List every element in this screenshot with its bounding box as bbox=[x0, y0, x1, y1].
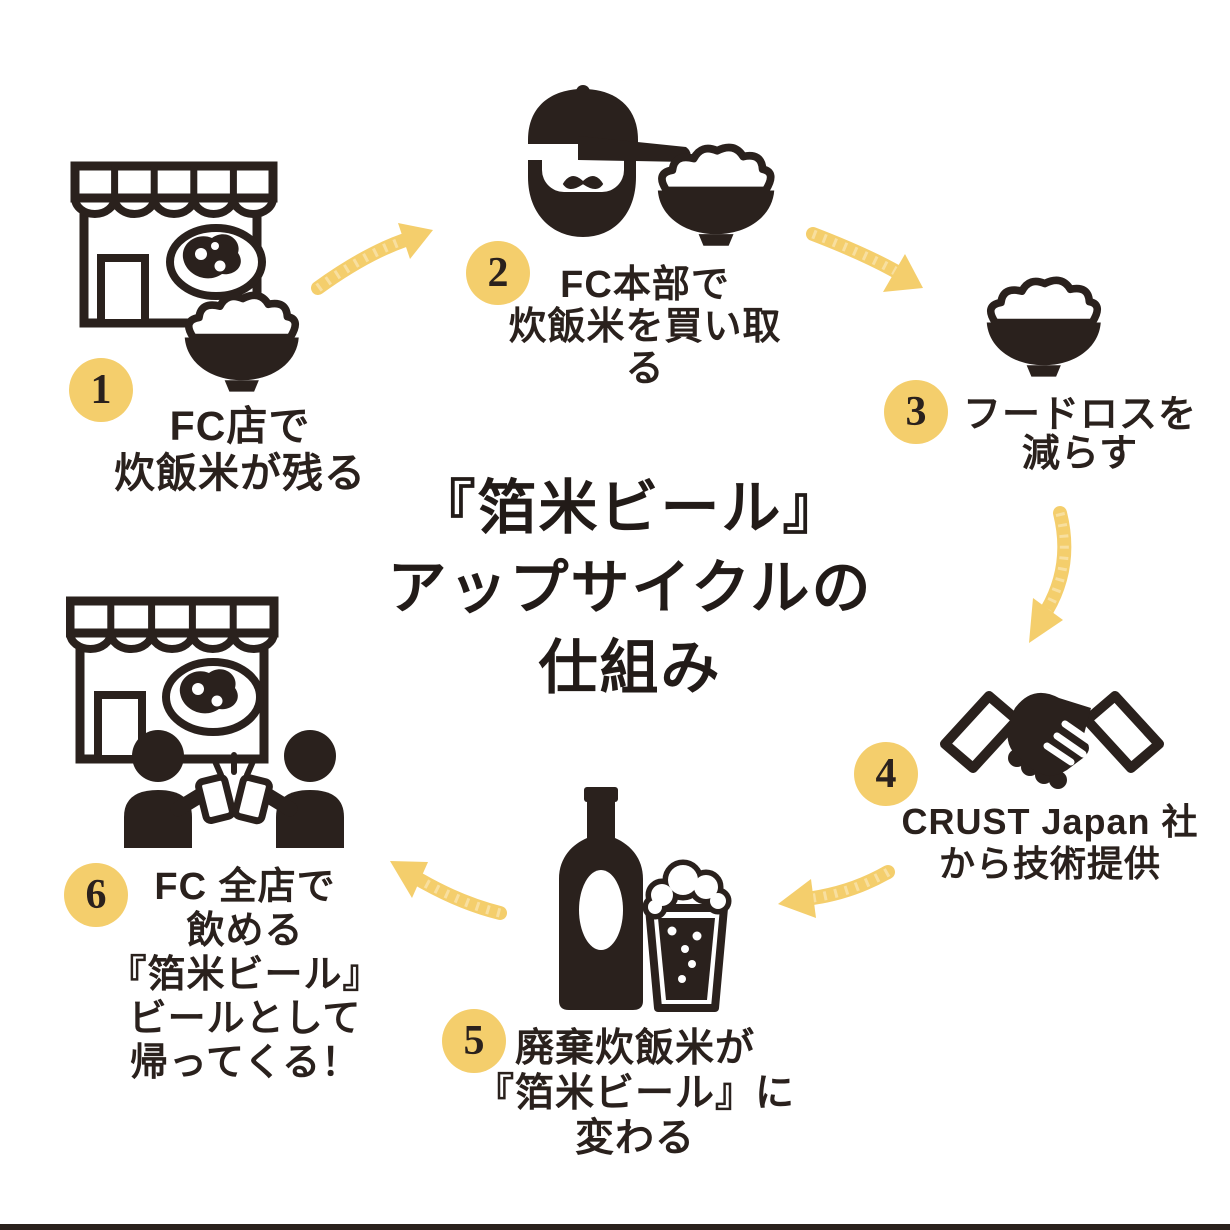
arrow-step2-to-step3-icon bbox=[806, 227, 923, 292]
arrow-step4-to-step5-icon bbox=[778, 865, 895, 918]
title-line-1: 『箔米ビール』 bbox=[416, 475, 844, 541]
step-3-label-line: 減らす bbox=[1021, 433, 1139, 475]
step-6-label: FC 全店で 飲める 『箔米ビール』 ビールとして 帰ってくる！ bbox=[80, 865, 410, 1085]
diagram-title: 『箔米ビール』 アップサイクルの 仕組み bbox=[330, 468, 930, 708]
storefront-rice-bowl-icon bbox=[70, 161, 299, 392]
step-1-label-line: 炊飯米が残る bbox=[114, 450, 366, 496]
step-4-label: CRUST Japan 社 から技術提供 bbox=[895, 801, 1205, 885]
step-6-label-line: 飲める bbox=[186, 910, 304, 952]
bearded-buyer-rice-bowl-icon bbox=[528, 85, 775, 246]
step-6-number-badge: 6 bbox=[64, 863, 128, 927]
step-6-label-line: 帰ってくる！ bbox=[129, 1042, 361, 1084]
arrow-step1-to-step2-icon bbox=[311, 223, 433, 295]
step-5-number-badge: 5 bbox=[442, 1009, 506, 1073]
rice-bowl-icon bbox=[986, 276, 1101, 377]
arrow-step3-to-step4-icon bbox=[1029, 506, 1072, 643]
bottom-crop-strip bbox=[0, 1224, 1230, 1230]
step-5-label: 廃棄炊飯米が 『箔米ビール』に 変わる bbox=[475, 1026, 795, 1161]
step-6-label-line: 『箔米ビール』 bbox=[108, 954, 382, 996]
step-2-label-line: 炊飯米を買い取る bbox=[508, 306, 782, 390]
handshake-icon bbox=[940, 691, 1164, 789]
step-3-label-line: フードロスを bbox=[962, 394, 1197, 436]
arrow-step5-to-step6-icon bbox=[390, 861, 507, 920]
step-4-label-line: CRUST Japan 社 bbox=[901, 801, 1199, 842]
step-1-label: FC店で 炊飯米が残る bbox=[95, 403, 385, 497]
storefront-cheers-icon bbox=[66, 596, 344, 848]
step-3-label: フードロスを 減らす bbox=[930, 396, 1230, 474]
step-5-label-line: 変わる bbox=[574, 1117, 695, 1160]
step-2-label: FC本部で 炊飯米を買い取る bbox=[495, 264, 795, 390]
step-3-number-badge: 3 bbox=[884, 380, 948, 444]
step-4-number-badge: 4 bbox=[854, 742, 918, 806]
title-line-2: アップサイクルの bbox=[387, 555, 873, 621]
step-2-label-line: FC本部で bbox=[560, 264, 730, 306]
step-5-label-line: 『箔米ビール』に bbox=[475, 1072, 796, 1115]
beer-bottle-glass-icon bbox=[559, 787, 732, 1012]
step-6-label-line: ビールとして bbox=[128, 998, 362, 1040]
step-2-number-badge: 2 bbox=[466, 241, 530, 305]
title-line-3: 仕組み bbox=[538, 635, 722, 701]
step-4-label-line: から技術提供 bbox=[938, 843, 1161, 884]
step-6-label-line: FC 全店で bbox=[154, 866, 336, 908]
step-1-label-line: FC店で bbox=[169, 403, 311, 449]
step-5-label-line: 廃棄炊飯米が bbox=[514, 1027, 755, 1070]
step-1-number-badge: 1 bbox=[69, 358, 133, 422]
